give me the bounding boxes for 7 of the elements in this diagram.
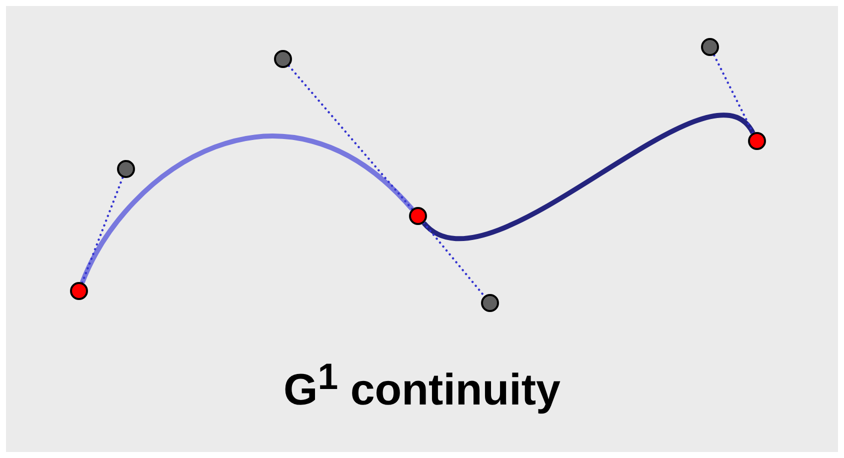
tangent-line <box>422 222 486 298</box>
tangent-line <box>81 176 124 284</box>
tangent-line <box>712 54 754 134</box>
bezier-curve <box>422 113 755 240</box>
tangent-line <box>288 64 414 210</box>
bezier-curve <box>80 134 414 284</box>
title: G$^{1}$ continuity <box>283 356 561 416</box>
